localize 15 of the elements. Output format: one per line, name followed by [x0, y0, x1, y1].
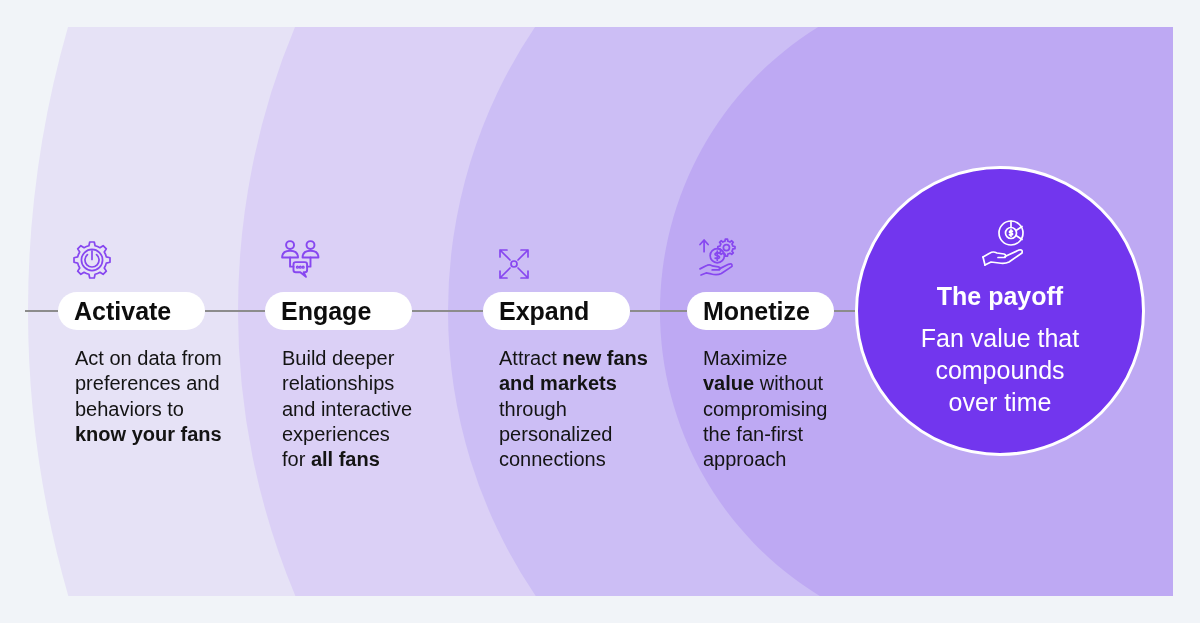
connector-line — [24, 310, 59, 312]
stage-pill: Monetize — [687, 292, 834, 330]
connector-line — [833, 310, 856, 312]
payoff-text: Fan value that compounds over time — [919, 323, 1081, 418]
stage-description: Maximize value without compromising the fan-first approach — [703, 346, 829, 473]
stage-description: Build deeper relationships and interactive experiences for all fans — [282, 346, 414, 473]
stage-description: Attract new fans and markets through personalized connections — [499, 346, 649, 473]
payoff-heading: The payoff — [935, 281, 1065, 311]
stage-pill: Engage — [265, 292, 412, 330]
stage-pill: Activate — [58, 292, 205, 330]
stage-pill: Expand — [483, 292, 630, 330]
connector-line — [204, 310, 266, 312]
connector-line — [629, 310, 688, 312]
connector-line — [411, 310, 484, 312]
stage-description: Act on data from preferences and behaviors to know your fans — [75, 346, 223, 447]
